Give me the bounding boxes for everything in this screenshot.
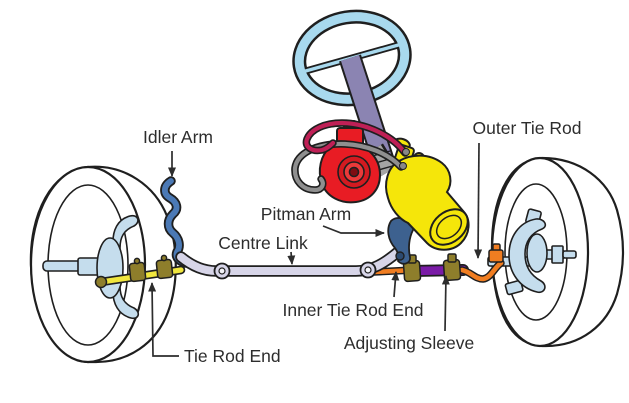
right-spindle-tip xyxy=(562,250,577,259)
leader-lines xyxy=(148,142,483,357)
outer-tie-rod-arrow xyxy=(474,142,483,259)
left-spindle-paddle xyxy=(42,260,82,272)
outer-tie-rod-end-fitting xyxy=(488,243,504,263)
centre-link-joint-hole xyxy=(364,266,372,274)
tie-rod-clamp xyxy=(128,261,147,283)
left-knuckle-lower-arm xyxy=(112,284,140,320)
centre-link-joints xyxy=(213,261,377,280)
label-inner-tie-rod-end: Inner Tie Rod End xyxy=(282,300,423,320)
label-outer-tie-rod: Outer Tie Rod xyxy=(473,118,582,138)
label-centre-link: Centre Link xyxy=(218,233,308,253)
centre-link-fill xyxy=(177,247,403,275)
inner-tie-rod-end-arrow xyxy=(391,271,400,298)
adjusting-sleeve-arrow xyxy=(441,275,450,332)
tie-rod-clamp-bolt xyxy=(160,254,168,262)
right-knuckle-body xyxy=(508,218,547,294)
centre-link-arrow xyxy=(287,251,296,265)
label-idler-arm: Idler Arm xyxy=(143,127,213,147)
sleeve-clamp-bolt xyxy=(447,253,457,263)
tie-rod-end-arrow xyxy=(148,282,179,357)
tie-rod-end-clamps xyxy=(94,254,174,289)
hose-fitting xyxy=(402,148,410,156)
annotations: Idler Arm Outer Tie Rod Pitman Arm Centr… xyxy=(143,118,581,366)
label-pitman-arm: Pitman Arm xyxy=(261,204,351,224)
centre-link-part xyxy=(175,245,405,277)
pressure-hose xyxy=(302,119,409,157)
right-steering-knuckle xyxy=(487,208,577,296)
tie-rod-clamp-bolt xyxy=(133,257,141,265)
label-tie-rod-end: Tie Rod End xyxy=(184,346,281,366)
tie-rod-clamp xyxy=(155,258,174,280)
centre-link-joint-hole xyxy=(218,267,226,275)
return-hose xyxy=(291,140,405,194)
outer-tie-rod-fill xyxy=(459,260,504,282)
outer-tie-rod-part xyxy=(458,259,505,283)
right-hub xyxy=(526,233,548,273)
power-steering-pump xyxy=(318,120,382,204)
hose-fitting xyxy=(399,162,407,170)
pitman-arm-joint xyxy=(395,251,405,261)
left-hub xyxy=(96,237,124,299)
hose-fittings xyxy=(399,148,410,170)
pitman-arm-arrow xyxy=(322,225,385,237)
label-adjusting-sleeve: Adjusting Sleeve xyxy=(344,333,474,353)
gearbox-snout-bore xyxy=(435,214,463,240)
tie-rod-end-ball xyxy=(94,275,108,289)
pump-pulley xyxy=(337,155,371,189)
right-spindle-nut xyxy=(551,245,564,264)
outer-tie-rod-end-block xyxy=(488,249,504,263)
left-knuckle-upper-arm xyxy=(112,214,139,250)
